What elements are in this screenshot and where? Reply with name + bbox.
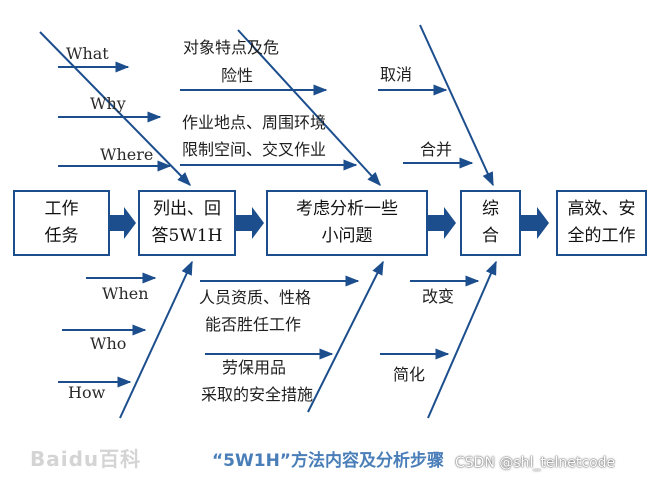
merge-label: 合并 [420, 140, 453, 159]
when-label: When [102, 284, 149, 303]
lower-bone-3 [427, 260, 497, 419]
where-label: Where [100, 145, 154, 164]
spine-arrow-3 [428, 207, 456, 239]
personnel-label-line1: 人员资质、性格 [199, 288, 312, 307]
how-label: How [68, 383, 106, 402]
who-label: Who [90, 334, 127, 353]
cancel-label: 取消 [380, 65, 413, 84]
lower-bone-1 [119, 260, 193, 419]
object-features-label-line1: 对象特点及危 [183, 38, 280, 57]
csdn-watermark: CSDN @shl_telnetcode [455, 455, 616, 471]
spine-arrow-2 [236, 207, 264, 239]
upper-bone-1 [39, 31, 191, 186]
box-work-task: 工作任务 [13, 190, 110, 256]
protective-label-line2: 采取的安全措施 [201, 385, 314, 404]
lower-bone-2 [307, 260, 384, 413]
upper-bone-3 [419, 24, 494, 187]
change-label: 改变 [422, 287, 455, 306]
box-consider-analyze: 考虑分析一些小问题 [266, 190, 428, 256]
object-features-label-line2: 险性 [221, 66, 254, 85]
diagram-caption: “5W1H”方法内容及分析步骤 [212, 451, 444, 471]
baidu-watermark: Baidu百科 [30, 447, 142, 471]
box-synthesize: 综合 [460, 190, 521, 256]
simplify-label: 简化 [393, 365, 426, 384]
work-location-label-line2: 限制空间、交叉作业 [182, 140, 327, 159]
why-label: Why [90, 94, 126, 113]
upper-bone-2 [237, 29, 381, 187]
what-label: What [66, 44, 109, 63]
spine-arrow-4 [521, 207, 549, 239]
spine-arrow-1 [108, 207, 136, 239]
box-list-answer-5w1h: 列出、回答5W1H [138, 190, 236, 256]
box-efficient-safe-work: 高效、安全的工作 [556, 190, 647, 256]
personnel-label-line2: 能否胜任工作 [205, 315, 302, 334]
work-location-label-line1: 作业地点、周围环境 [182, 113, 327, 132]
protective-label-line1: 劳保用品 [222, 358, 287, 377]
